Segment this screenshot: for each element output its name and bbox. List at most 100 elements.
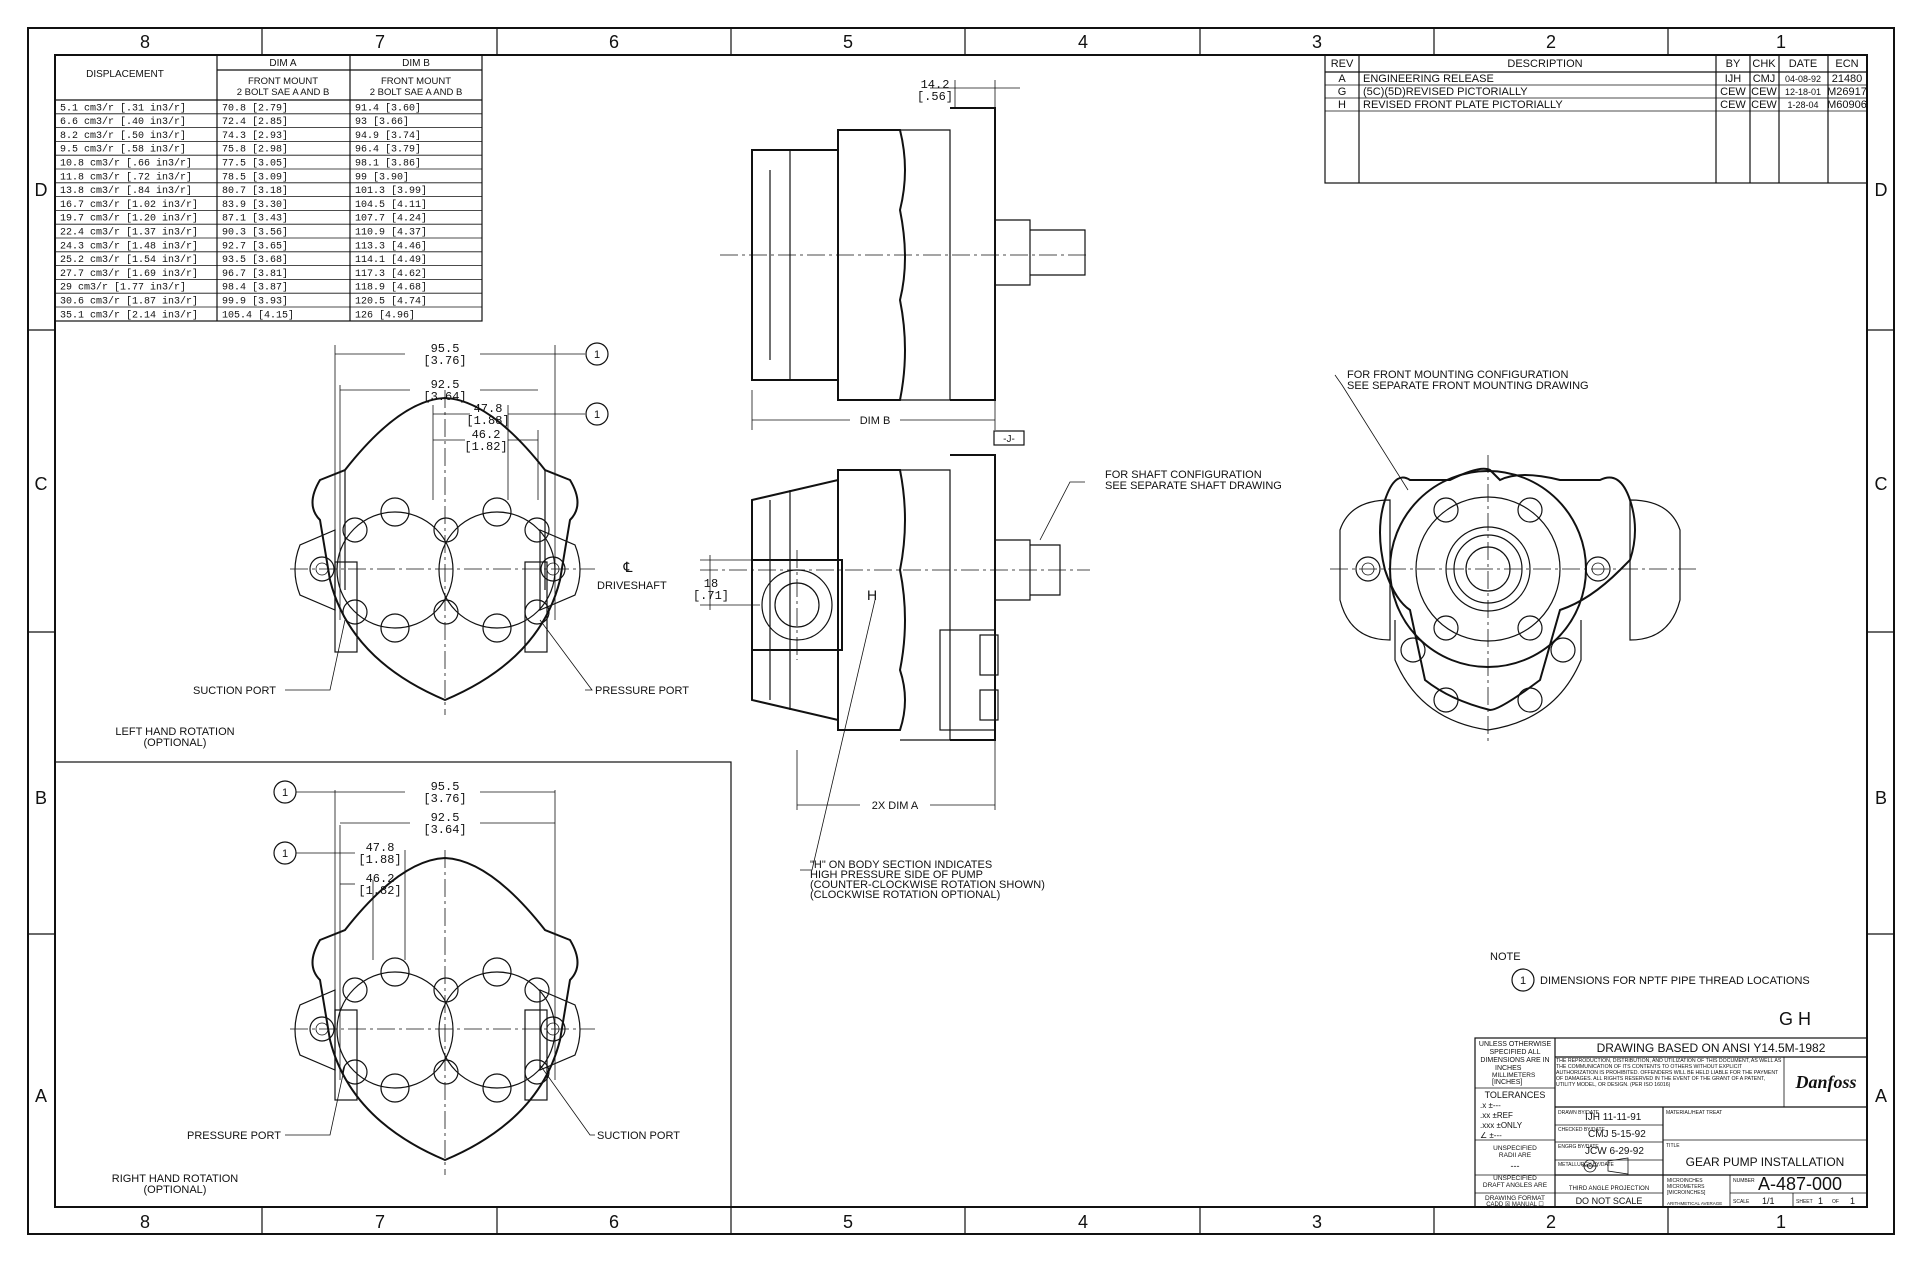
- dim-a-sub-2: 2 BOLT SAE A AND B: [237, 87, 330, 98]
- dim-b-cell: 96.4 [3.79]: [355, 144, 421, 156]
- zone-top-7: 7: [375, 32, 385, 52]
- number-label: NUMBER: [1733, 1178, 1755, 1184]
- suction-port-label: SUCTION PORT: [193, 685, 276, 697]
- zone-bottom-1: 1: [1776, 1212, 1786, 1232]
- front-view: [1330, 374, 1700, 745]
- displacement-cell: 13.8 cm3/r [.84 in3/r]: [60, 185, 192, 197]
- tolerances-label: TOLERANCES: [1485, 1090, 1546, 1100]
- inner-border: [54, 54, 1868, 1208]
- note-marker-2: 1: [594, 409, 600, 421]
- rev-header-description: DESCRIPTION: [1507, 58, 1582, 70]
- rev-header-ecn: ECN: [1835, 58, 1858, 70]
- zone-bottom-4: 4: [1078, 1212, 1088, 1232]
- rev-header-date: DATE: [1789, 58, 1818, 70]
- dim-18-in: [.71]: [693, 589, 729, 603]
- microinches-bracket-label: [MICROINCHES]: [1667, 1190, 1706, 1196]
- zone-top-5: 5: [843, 32, 853, 52]
- rh-suction-port-leader: [539, 1064, 595, 1136]
- zone-bottom-5: 5: [843, 1212, 853, 1232]
- rh-suction-port-label: SUCTION PORT: [597, 1130, 680, 1142]
- dim-14-mm: 14.2: [921, 78, 950, 92]
- dim-2x-a-label: 2X DIM A: [872, 800, 919, 812]
- dim-b-cell: 118.9 [4.68]: [355, 282, 427, 294]
- dim-95-mm: 95.5: [431, 342, 460, 356]
- dim-b-cell: 98.1 [3.86]: [355, 158, 421, 170]
- right-hand-rotation-frame: [54, 761, 732, 1208]
- rev-ecn-cell: 21480: [1832, 73, 1863, 85]
- zone-right-a: A: [1875, 1086, 1887, 1106]
- rev-header-rev: REV: [1331, 58, 1354, 70]
- zone-bottom-2: 2: [1546, 1212, 1556, 1232]
- rev-ecn-cell: M60906: [1827, 99, 1867, 111]
- unit-inches: INCHES: [1495, 1065, 1522, 1072]
- dim-a-cell: 83.9 [3.30]: [222, 199, 288, 211]
- dim-b-cell: 91.4 [3.60]: [355, 102, 421, 114]
- rh-dim-95-mm: 95.5: [431, 780, 460, 794]
- engrg-by: JCW 6-29-92: [1585, 1146, 1644, 1157]
- scale-value: 1/1: [1762, 1196, 1775, 1206]
- micrometers-label: MICROMETERS: [1667, 1184, 1705, 1190]
- rev-date-cell: 1-28-04: [1787, 100, 1818, 110]
- sheet-label: SHEET: [1796, 1199, 1813, 1205]
- displacement-cell: 35.1 cm3/r [2.14 in3/r]: [60, 309, 198, 321]
- dim-b-cell: 94.9 [3.74]: [355, 130, 421, 142]
- datum-j: -J-: [1003, 434, 1015, 445]
- dim-46-mm: 46.2: [472, 428, 501, 442]
- zone-top-8: 8: [140, 32, 150, 52]
- right-rotation-title: RIGHT HAND ROTATION: [112, 1173, 239, 1185]
- material-label: MATERIAL/HEAT TREAT: [1666, 1110, 1722, 1116]
- note-title: NOTE: [1490, 951, 1521, 963]
- arithmetical-average: ARITHMETICAL AVERAGE: [1667, 1201, 1722, 1206]
- do-not-scale: DO NOT SCALE: [1576, 1196, 1643, 1206]
- zone-top-3: 3: [1312, 32, 1322, 52]
- left-hand-rotation-view: [290, 390, 595, 715]
- radii-value: ---: [1511, 1161, 1520, 1171]
- zone-left-b: B: [35, 788, 47, 808]
- note-marker-5: 1: [1520, 975, 1526, 987]
- rev-description-cell: REVISED FRONT PLATE PICTORIALLY: [1363, 99, 1563, 111]
- rh-dim-92-mm: 92.5: [431, 811, 460, 825]
- displacement-cell: 6.6 cm3/r [.40 in3/r]: [60, 116, 186, 128]
- title-block: [1474, 1037, 1868, 1208]
- rev-header-chk: CHK: [1752, 58, 1776, 70]
- dim-b-header: DIM B: [402, 58, 430, 69]
- draft-label-2: DRAFT ANGLES ARE: [1483, 1182, 1548, 1189]
- rh-dim-46-mm: 46.2: [366, 872, 395, 886]
- displacement-cell: 11.8 cm3/r [.72 in3/r]: [60, 171, 192, 183]
- h-mark: H: [867, 587, 877, 603]
- dim-b-cell: 117.3 [4.62]: [355, 268, 427, 280]
- dim-46-in: [1.82]: [464, 440, 507, 454]
- pressure-port-label: PRESSURE PORT: [595, 685, 689, 697]
- dim-b-cell: 120.5 [4.74]: [355, 296, 427, 308]
- zone-right-c: C: [1875, 474, 1888, 494]
- front-mount-line-1: FOR FRONT MOUNTING CONFIGURATION: [1347, 369, 1568, 381]
- dim-b-cell: 101.3 [3.99]: [355, 185, 427, 197]
- checked-by: CMJ 5-15-92: [1588, 1129, 1646, 1140]
- left-rotation-title: LEFT HAND ROTATION: [115, 726, 234, 738]
- scale-label: SCALE: [1733, 1199, 1750, 1205]
- middle-side-view: [700, 454, 1090, 871]
- displacement-cell: 22.4 cm3/r [1.37 in3/r]: [60, 227, 198, 239]
- zone-top-1: 1: [1776, 32, 1786, 52]
- displacement-cell: 19.7 cm3/r [1.20 in3/r]: [60, 213, 198, 225]
- rh-dim-92-in: [3.64]: [423, 823, 466, 837]
- title-label: TITLE: [1666, 1143, 1680, 1149]
- rev-by-cell: CEW: [1720, 99, 1746, 111]
- tol-xx: .xx ±REF: [1480, 1111, 1513, 1120]
- top-side-view: [720, 80, 1090, 446]
- dim-a-cell: 72.4 [2.85]: [222, 116, 288, 128]
- rev-cell: G: [1338, 86, 1347, 98]
- dim-b-cell: 99 [3.90]: [355, 171, 409, 183]
- displacement-cell: 30.6 cm3/r [1.87 in3/r]: [60, 296, 198, 308]
- dim-b-cell: 113.3 [4.46]: [355, 240, 427, 252]
- right-view-dimensions: [273, 780, 556, 1080]
- dim-14-in: [.56]: [917, 90, 953, 104]
- displacement-cell: 8.2 cm3/r [.50 in3/r]: [60, 130, 186, 142]
- metallurgy-label: METALLURGY BY/DATE: [1558, 1162, 1615, 1168]
- dim-92-in: [3.64]: [423, 390, 466, 404]
- radii-label-2: RADII ARE: [1499, 1152, 1532, 1159]
- of-label: OF: [1832, 1199, 1839, 1205]
- of-value: 1: [1850, 1196, 1855, 1206]
- dim-b-cell: 110.9 [4.37]: [355, 227, 427, 239]
